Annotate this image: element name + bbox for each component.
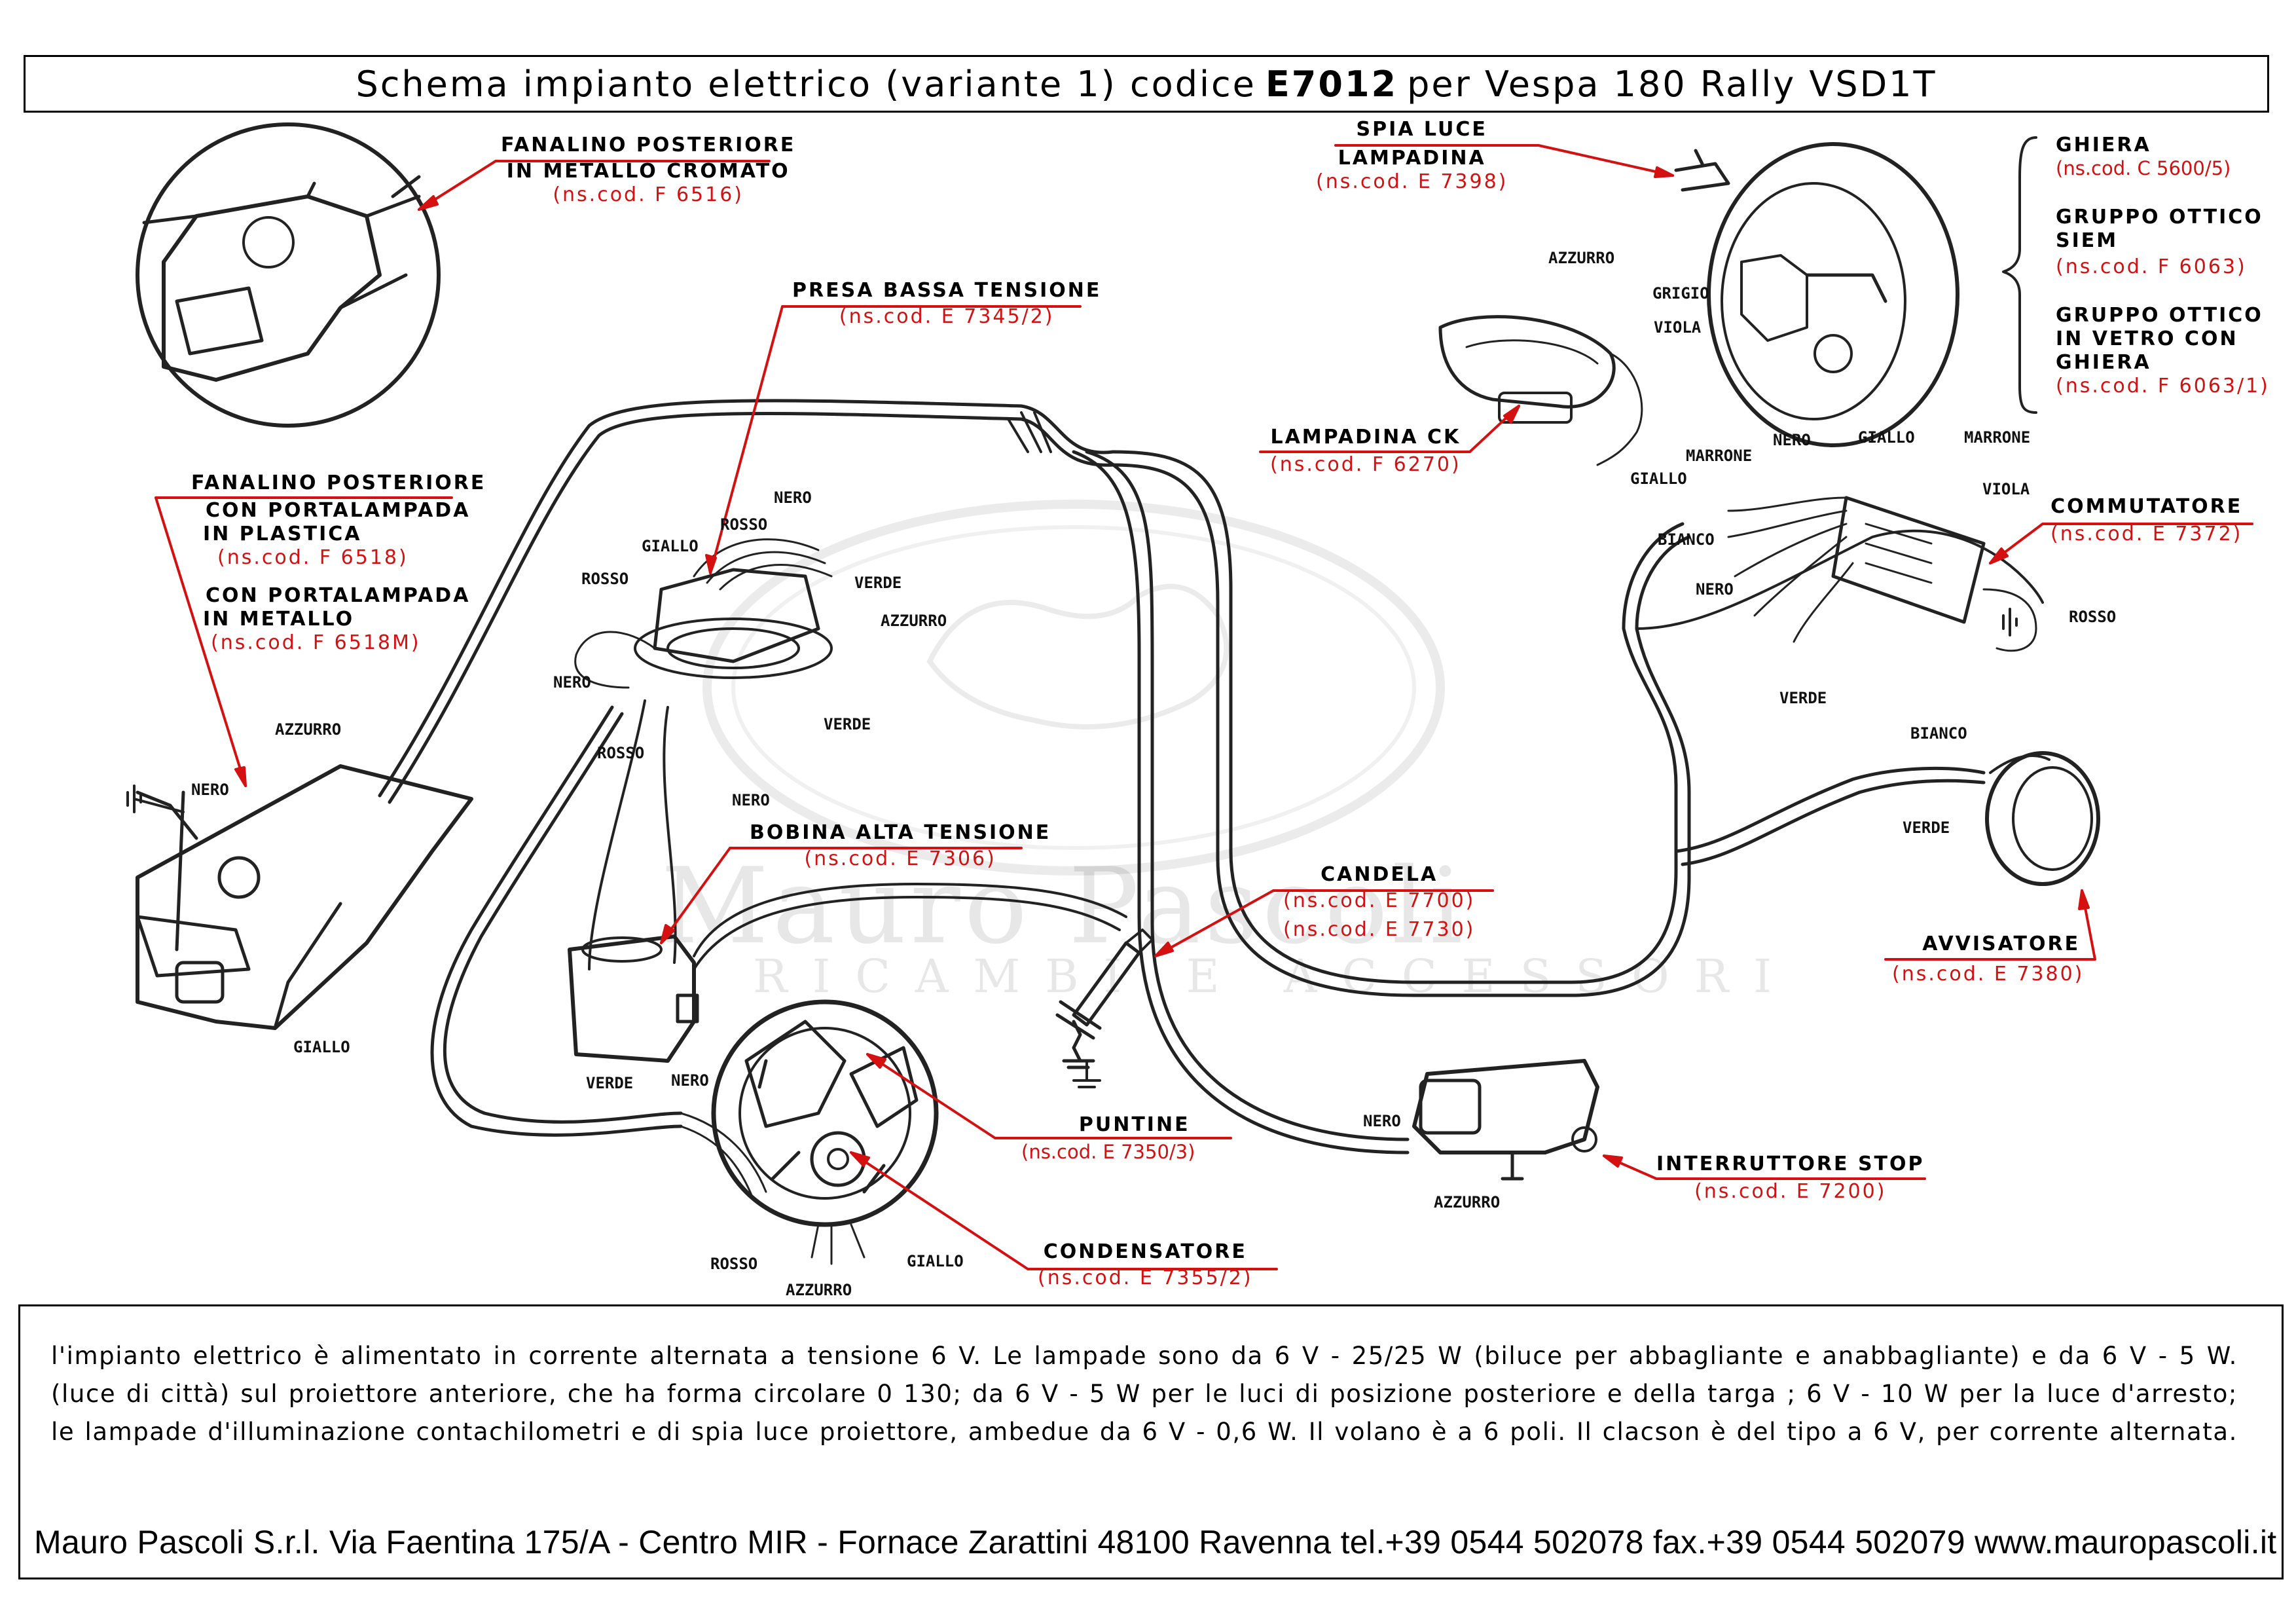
wire-label: AZZURRO [1548, 249, 1615, 267]
wire-label: MARRONE [1686, 447, 1753, 465]
ground-symbols-icon [126, 608, 2018, 1088]
main-harness-icon [378, 399, 2044, 1154]
watermark-name: Mauro Pascoli [661, 845, 1467, 967]
wire-label: NERO [732, 791, 770, 809]
tail-lamp-plastic-icon [136, 764, 473, 1030]
wire-label: AZZURRO [786, 1281, 852, 1299]
wire-label: VERDE [586, 1074, 634, 1092]
spark-plug-icon [1055, 929, 1154, 1069]
wire-label: ROSSO [2069, 608, 2117, 626]
wire-label: ROSSO [720, 515, 768, 534]
title-code: E7012 [1265, 63, 1398, 105]
ignition-coil-icon [568, 883, 1127, 1063]
label-low-voltage-connector: PRESA BASSA TENSIONE (ns.cod. E 7345/2) [792, 279, 1102, 328]
label-tail-lamp-plastic: FANALINO POSTERIORE CON PORTALAMPADA IN … [191, 471, 486, 654]
tail-lamp-metal-inset-icon [136, 122, 441, 428]
switch-commutator-icon [1727, 496, 2037, 652]
horn-icon [1985, 751, 2100, 886]
label-condenser: CONDENSATORE (ns.cod. E 7355/2) [1038, 1240, 1253, 1289]
label-tail-lamp-metal: FANALINO POSTERIORE IN METALLO CROMATO (… [501, 134, 796, 206]
label-ignition-coil: BOBINA ALTA TENSIONE (ns.cod. E 7306) [750, 821, 1051, 870]
description-line: (luce di città) sul proiettore anteriore… [51, 1380, 2238, 1408]
wire-label: AZZURRO [275, 720, 342, 739]
wire-label: ROSSO [581, 570, 629, 588]
description-line: l'impianto elettrico è alimentato in cor… [51, 1342, 2238, 1370]
wire-label: NERO [774, 489, 812, 507]
wire-label: AZZURRO [881, 612, 947, 630]
wire-label: GIALLO [1630, 470, 1687, 488]
wire-label: GIALLO [293, 1038, 350, 1056]
wire-label: GRIGIO [1652, 284, 1709, 303]
description-text: l'impianto elettrico è alimentato in cor… [51, 1337, 2238, 1451]
wire-label: AZZURRO [1434, 1193, 1501, 1211]
headlamp-icon [1674, 142, 1959, 447]
leader-lines [155, 144, 2253, 1270]
wire-label: VIOLA [1654, 318, 1702, 337]
wire-label: NERO [1363, 1112, 1401, 1130]
stop-switch-icon [1412, 1059, 1599, 1181]
label-speedometer-lamp: LAMPADINA CK (ns.cod. F 6270) [1270, 426, 1461, 476]
headlamp-options-brace-icon [2002, 136, 2037, 414]
wire-label: ROSSO [710, 1255, 758, 1273]
wire-label: GIALLO [1858, 428, 1915, 447]
wire-label: NERO [1696, 580, 1734, 599]
wire-label: NERO [1773, 431, 1811, 449]
wire-label: VERDE [824, 715, 871, 733]
label-headlamp-rim: GHIERA (ns.cod. C 5600/5) [2056, 134, 2231, 179]
footer-contact: Mauro Pascoli S.r.l. Via Faentina 175/A … [34, 1524, 2277, 1560]
wire-label: MARRONE [1964, 428, 2031, 447]
wire-label: VERDE [854, 574, 902, 592]
title-bar: Schema impianto elettrico (variante 1) c… [24, 55, 2269, 113]
label-headlamp-glass: GRUPPO OTTICO IN VETRO CON GHIERA (ns.co… [2056, 304, 2270, 397]
wire-label: GIALLO [642, 537, 699, 555]
description-box [18, 1304, 2284, 1579]
wire-label: ROSSO [597, 744, 645, 762]
label-points: PUNTINE (ns.cod. E 7350/3) [1021, 1113, 1195, 1163]
label-stop-switch: INTERRUTTORE STOP (ns.cod. E 7200) [1656, 1153, 1925, 1203]
wire-label: VERDE [1779, 689, 1827, 707]
title-prefix: Schema impianto elettrico (variante 1) c… [355, 63, 1256, 105]
wire-label: VERDE [1903, 819, 1950, 837]
wire-label: BIANCO [1658, 530, 1715, 549]
low-voltage-connector-icon [574, 538, 833, 689]
stator-plate-icon [680, 999, 939, 1265]
wire-label: NERO [671, 1071, 709, 1090]
wire-label: NERO [191, 781, 229, 799]
label-spark-plug: CANDELA (ns.cod. E 7700) (ns.cod. E 7730… [1283, 863, 1476, 941]
wire-label: BIANCO [1910, 724, 1967, 743]
label-headlamp-siem: GRUPPO OTTICO SIEM (ns.cod. F 6063) [2056, 206, 2263, 278]
label-horn: AVVISATORE (ns.cod. E 7380) [1892, 932, 2085, 986]
wire-label: NERO [553, 673, 591, 692]
speedometer-icon [1438, 315, 1643, 466]
title-suffix: per Vespa 180 Rally VSD1T [1407, 63, 1937, 105]
wire-label: VIOLA [1982, 480, 2030, 498]
wire-label: GIALLO [907, 1252, 964, 1270]
label-commutator: COMMUTATORE (ns.cod. E 7372) [2050, 495, 2243, 545]
description-line: le lampade d'illuminazione contachilomet… [51, 1418, 2238, 1446]
label-pilot-lamp: SPIA LUCE LAMPADINA (ns.cod. E 7398) [1316, 118, 1508, 193]
